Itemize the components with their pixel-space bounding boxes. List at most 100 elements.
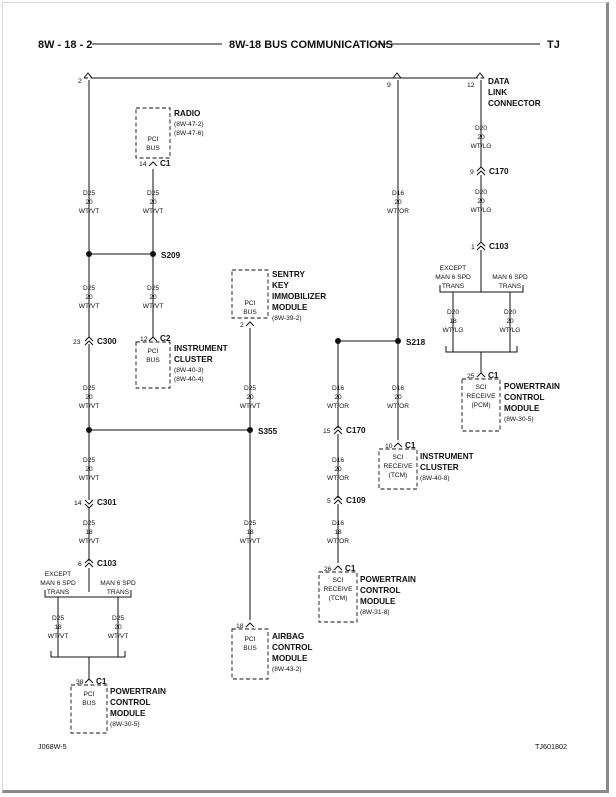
wire-label-c103-right-man6: D20 20 WT/LG — [500, 309, 521, 334]
module-pin-connector — [245, 622, 255, 628]
module-ref-1: (8W-40-8) — [420, 475, 450, 482]
wire-code: D25 — [244, 385, 256, 392]
module-name-1: POWERTRAIN — [504, 382, 560, 391]
left-fork-bracket-r — [118, 590, 132, 598]
module-ref-1: (8W-40-3) — [174, 367, 204, 374]
module-box-line-1: SCI — [393, 454, 404, 461]
module-instrument-cluster-pci: 12 C2 PCI BUS INSTRUMENT CLUSTER (8W-40-… — [135, 334, 228, 389]
wire-color: WT/OR — [387, 208, 409, 215]
right-fork-bracket-l — [439, 285, 453, 293]
connector-c301-label: C301 — [97, 498, 117, 507]
wire-gauge: 20 — [114, 624, 122, 631]
wire-code: D20 — [475, 125, 487, 132]
module-box-line-1: PCI — [245, 636, 256, 643]
module-ref-1: (8W-30-5) — [504, 416, 534, 423]
module-pin: 14 — [139, 161, 147, 168]
bus-left-pin: 2 — [78, 78, 82, 85]
right-fork-bracket-r — [510, 285, 524, 293]
connector-c170-right-pin: 9 — [470, 169, 474, 176]
module-name-1: INSTRUMENT — [420, 452, 474, 461]
module-box-line-3: (TCM) — [389, 472, 408, 479]
left-except-line-2: MAN 6 SPD — [40, 580, 76, 587]
module-ref-1: (8W-39-2) — [272, 315, 302, 322]
module-pin: 2 — [240, 322, 244, 329]
fork-brackets — [44, 285, 524, 658]
wire-gauge: 20 — [394, 199, 402, 206]
connector-c109: 5 C109 — [327, 495, 366, 505]
bus-left-connector — [83, 72, 93, 79]
connector-c103-left-symbol — [84, 558, 94, 568]
wire-label-d16-c109-down: D16 18 WT/OR — [327, 520, 349, 545]
connector-c300-label: C300 — [97, 337, 117, 346]
module-box-line-2: BUS — [146, 357, 160, 364]
wire-code: D25 — [83, 190, 95, 197]
wire-gauge: 18 — [85, 529, 93, 536]
module-pin-connector — [84, 678, 94, 684]
module-pin: 18 — [236, 623, 244, 630]
connector-c170-right-label: C170 — [489, 167, 509, 176]
bus-mid-pin: 9 — [387, 82, 391, 89]
module-sentry-key-immobilizer: PCI BUS 2 SENTRY KEY IMMOBILIZER MODULE … — [231, 269, 326, 329]
wire-label-d16-left: D16 20 WT/OR — [327, 385, 349, 410]
wire-color: WT/LG — [500, 327, 521, 334]
module-connector: C1 — [160, 159, 171, 168]
wire-code: D25 — [147, 190, 159, 197]
module-pin: 12 — [140, 336, 148, 343]
left-except-line-1: EXCEPT — [45, 571, 71, 578]
module-connector: C1 — [488, 371, 499, 380]
module-box — [135, 107, 171, 159]
wire-gauge: 20 — [85, 199, 93, 206]
wire-color: WT/VT — [240, 538, 261, 545]
module-pcm-sci-right: 25 C1 SCI RECEIVE (PCM) POWERTRAIN CONTR… — [461, 371, 560, 432]
right-except-line-3: TRANS — [442, 283, 465, 290]
left-fork-bracket-bl — [50, 651, 58, 658]
wire-code: D25 — [83, 385, 95, 392]
module-box-line-1: PCI — [84, 691, 95, 698]
dlc-name-3: CONNECTOR — [488, 99, 541, 108]
connector-c300-symbol — [84, 336, 94, 346]
left-man6-line-1: MAN 6 SPD — [100, 580, 136, 587]
page-title: 8W-18 BUS COMMUNICATIONS — [229, 39, 393, 51]
right-man6-line-1: MAN 6 SPD — [492, 274, 528, 281]
wire-color: WT/OR — [387, 403, 409, 410]
module-ref-1: (8W-47-2) — [174, 121, 204, 128]
module-ref-2: (8W-47-6) — [174, 130, 204, 137]
right-fork-bracket-br — [510, 346, 518, 353]
wire-code: D20 — [447, 309, 459, 316]
module-ref-1: (8W-43-2) — [272, 666, 302, 673]
page-number: 8W - 18 - 2 — [38, 39, 92, 51]
wire-color: WT/OR — [327, 403, 349, 410]
wire-code: D25 — [147, 285, 159, 292]
right-man6-line-2: TRANS — [499, 283, 522, 290]
connector-c109-pin: 5 — [327, 498, 331, 505]
module-box-line-2: RECEIVE — [384, 463, 414, 470]
page-footer: J068W-5 TJ601802 — [38, 742, 567, 751]
module-ref-2: (8W-40-4) — [174, 376, 204, 383]
wire-code: D16 — [332, 385, 344, 392]
wire-code: D20 — [475, 189, 487, 196]
module-pcm-pci-left: 38 C1 PCI BUS POWERTRAIN CONTROL MODULE … — [70, 677, 166, 734]
connector-c170-mid-label: C170 — [346, 426, 366, 435]
wire-code: D25 — [52, 615, 64, 622]
connector-c109-label: C109 — [346, 496, 366, 505]
module-airbag: 18 PCI BUS AIRBAG CONTROL MODULE (8W-43-… — [231, 622, 312, 680]
splice-dot-left-s209 — [86, 251, 92, 257]
module-box — [318, 571, 358, 623]
connector-c300-pin: 23 — [73, 339, 81, 346]
wire-color: WT/OR — [327, 538, 349, 545]
wire-code: D25 — [83, 285, 95, 292]
module-radio: PCI BUS 14 C1 RADIO (8W-47-2) (8W-47-6) — [135, 107, 204, 168]
right-fork-bracket-bl — [445, 346, 453, 353]
footer-left-code: J068W-5 — [38, 742, 67, 751]
transmission-option-labels: EXCEPT MAN 6 SPD TRANS MAN 6 SPD TRANS E… — [40, 265, 528, 596]
module-name-1: SENTRY — [272, 270, 305, 279]
wire-gauge: 20 — [246, 394, 254, 401]
module-pin: 26 — [324, 566, 332, 573]
module-box-line-3: (TCM) — [329, 595, 348, 602]
module-name-2: CLUSTER — [420, 463, 459, 472]
connector-c103-right-symbol — [476, 241, 486, 251]
module-pin-connector — [245, 321, 255, 327]
connector-c103-left-label: C103 — [97, 559, 117, 568]
wire-code: D16 — [392, 190, 404, 197]
